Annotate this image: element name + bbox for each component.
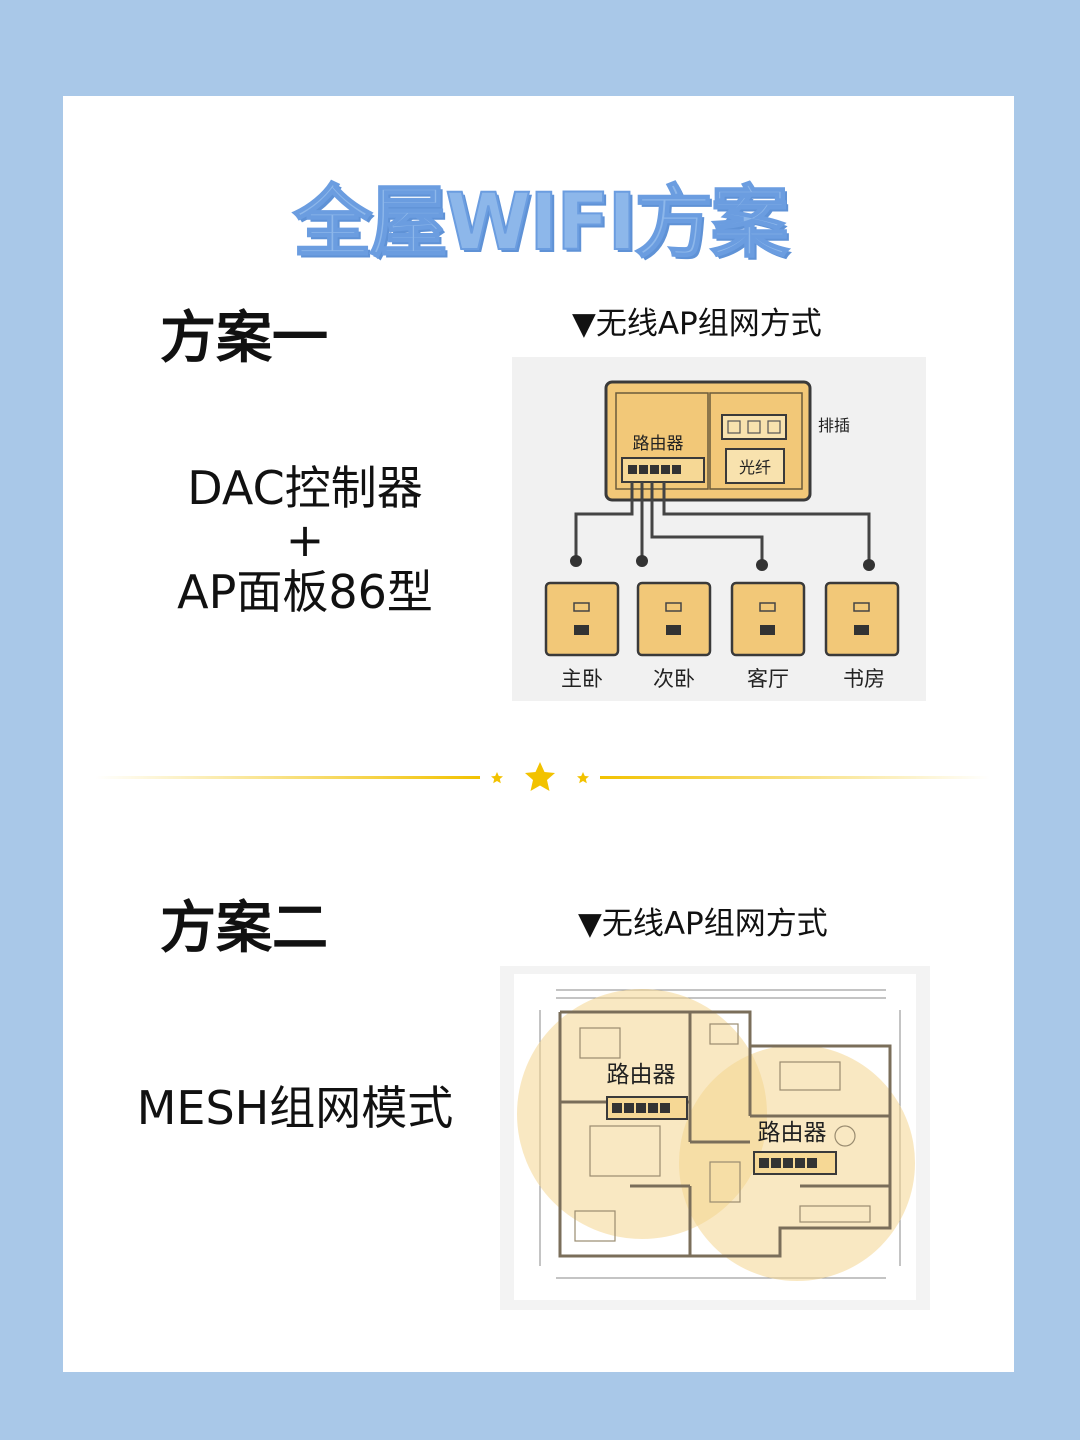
plan2-caption: ▼无线AP组网方式 [578, 906, 828, 942]
plan2-description: MESH组网模式 [136, 1081, 454, 1135]
power-strip-label: 排插 [818, 416, 850, 435]
star-icon [491, 772, 503, 784]
room-label: 书房 [843, 667, 885, 691]
power-strip [721, 414, 787, 440]
router-label: 路由器 [758, 1120, 827, 1146]
fiber-label: 光纤 [739, 458, 771, 477]
room-label: 主卧 [561, 667, 603, 691]
fiber-box [725, 448, 785, 484]
ap-panel [730, 581, 806, 657]
ap-panel [544, 581, 620, 657]
router-label: 路由器 [633, 434, 684, 454]
ap-panel [636, 581, 712, 657]
router-device [606, 1096, 688, 1120]
plan2-label: 方案二 [160, 896, 328, 961]
ap-network-diagram: 路由器 排插 光纤 [512, 357, 926, 701]
plan1-label: 方案一 [160, 306, 328, 371]
plan1-line-ap-panel: AP面板86型 [177, 565, 433, 619]
page-title: 全屋WIFI方案 [292, 177, 789, 269]
router-label: 路由器 [607, 1062, 676, 1088]
ap-panel [824, 581, 900, 657]
star-icon [525, 762, 555, 791]
plan1-line-controller: DAC控制器 [187, 461, 423, 515]
ap-panels [544, 581, 900, 657]
section-divider [95, 762, 990, 791]
plan1-description: DAC控制器 + AP面板86型 [140, 462, 470, 618]
star-icon [577, 772, 589, 784]
room-label: 次卧 [653, 667, 695, 691]
room-label: 客厅 [747, 667, 789, 691]
plan1-line-plus: + [285, 513, 325, 567]
mesh-floor-plan-diagram: 路由器 路由器 [500, 966, 930, 1310]
plan1-caption: ▼无线AP组网方式 [572, 306, 822, 342]
